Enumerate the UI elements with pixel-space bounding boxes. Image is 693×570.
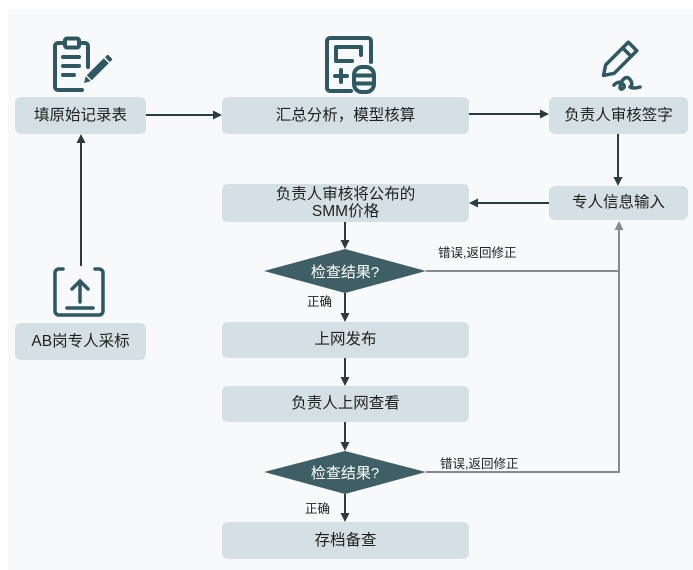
node-label: 负责人上网查看: [291, 395, 400, 412]
edge-label-correct-1: 正确: [307, 295, 333, 309]
arrow-online-check-to-check-2: [340, 422, 350, 451]
decision-label-2: 检查结果?: [310, 465, 380, 482]
calculator-database-icon: [325, 36, 376, 94]
pen-signature-icon: [601, 40, 642, 91]
node-fill-record: 填原始记录表: [15, 97, 146, 134]
node-summary-analysis: 汇总分析，模型核算: [222, 97, 469, 134]
upload-icon: [53, 267, 105, 317]
node-label: 专人信息输入: [571, 194, 665, 211]
arrow-check-2-to-archive: [340, 494, 350, 522]
arrow-summary-to-approve-sign: [469, 109, 549, 119]
node-ab-collect: AB岗专人采标: [15, 323, 146, 360]
node-online-check: 负责人上网查看: [222, 386, 469, 422]
arrow-ab-collect-to-fill-record: [76, 134, 86, 266]
node-label: 汇总分析，模型核算: [275, 106, 416, 124]
edge-label-correct-2: 正确: [305, 502, 331, 516]
node-label: 上网发布: [314, 331, 377, 348]
arrow-fill-record-to-summary: [146, 110, 222, 120]
edge-label-error-1: 错误,返回修正: [438, 246, 517, 260]
node-approve-price: 负责人审核将公布的 SMM价格: [222, 184, 469, 222]
arrow-approve-sign-to-info-input: [613, 134, 623, 186]
decision-diamond-1: [264, 249, 426, 293]
arrow-approve-price-to-check-1: [340, 222, 350, 249]
node-label-line-2: SMM价格: [311, 203, 380, 220]
node-label: AB岗专人采标: [31, 332, 130, 350]
node-archive: 存档备查: [222, 522, 469, 559]
clipboard-edit-icon: [53, 36, 113, 92]
feedback-arrow-check-2: [426, 221, 624, 473]
decision-diamond-2: [264, 451, 426, 494]
edge-label-error-2: 错误,返回修正: [440, 457, 519, 471]
arrow-publish-to-online-check: [340, 358, 350, 386]
node-label: 负责人审核签字: [564, 106, 673, 124]
node-approve-sign: 负责人审核签字: [549, 97, 688, 134]
node-label: 填原始记录表: [33, 106, 127, 124]
decision-label-1: 检查结果?: [310, 263, 380, 281]
node-label-line-1: 负责人审核将公布的: [275, 186, 416, 203]
arrow-check-1-to-publish: [340, 293, 350, 322]
node-publish: 上网发布: [222, 322, 469, 358]
arrow-info-input-to-approve-price: [469, 198, 549, 208]
node-label: 存档备查: [314, 531, 377, 549]
node-info-input: 专人信息输入: [549, 186, 688, 220]
